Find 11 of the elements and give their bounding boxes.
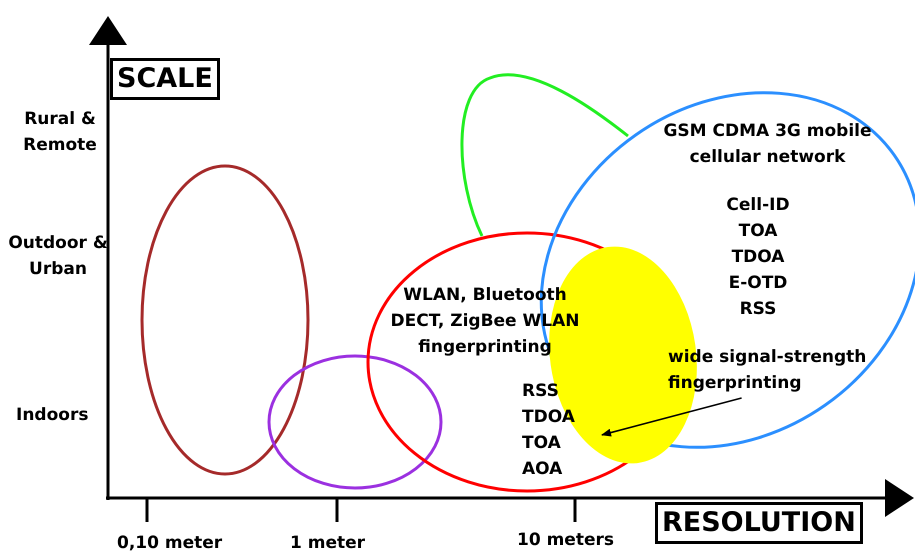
axis-title: SCALE [110,58,220,100]
tick-label: 1 meter [290,532,366,553]
axis-label: Outdoor & Urban [7,232,109,281]
node-label: GSM CDMA 3G mobile cellular network [662,120,873,169]
tick-label: 0,10 meter [117,532,222,553]
leader-arrow [601,397,742,436]
axis-label: Rural & Remote [22,108,98,157]
axis-label: Indoors [16,404,88,427]
axis-title: RESOLUTION [655,502,863,544]
method-list: Cell-ID TOA TDOA E-OTD RSS [722,192,794,322]
tick-label: 10 meters [517,529,614,552]
